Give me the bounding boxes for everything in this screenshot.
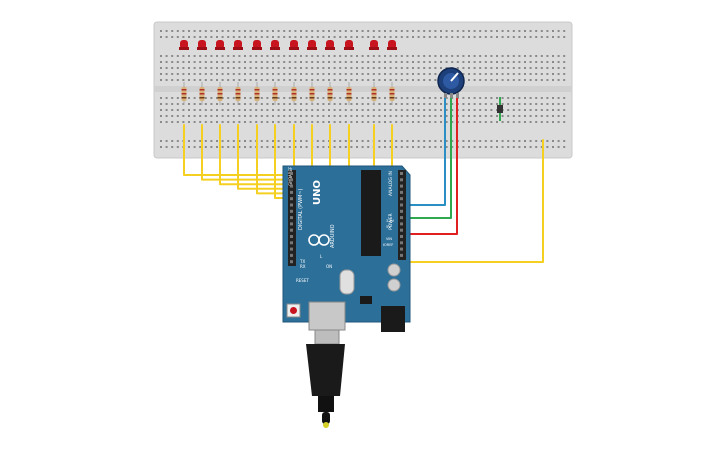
led	[344, 40, 354, 50]
digital-label: DIGITAL (PWM~)	[298, 188, 304, 230]
wire	[183, 124, 292, 176]
potentiometer[interactable]	[437, 67, 465, 98]
led	[215, 40, 225, 50]
resistor	[346, 82, 352, 105]
resistor	[217, 82, 223, 105]
led	[179, 40, 189, 50]
led	[233, 40, 243, 50]
vin-label: VIN	[386, 237, 392, 241]
resistor	[272, 82, 278, 105]
arduino-board: UNO DIGITAL (PWM~) ARDUINO POWER ANALOG …	[282, 165, 411, 332]
rx-label: RX	[300, 264, 306, 269]
led	[270, 40, 280, 50]
wire	[401, 96, 458, 235]
v5-label: 5V	[386, 225, 391, 229]
analog-label: ANALOG IN	[388, 171, 394, 196]
wire	[219, 124, 292, 186]
resistor	[199, 82, 205, 105]
wire	[201, 124, 292, 181]
resistor	[254, 82, 260, 105]
resistor	[309, 82, 315, 105]
resistor-row	[181, 82, 395, 105]
on-label: ON	[326, 264, 332, 269]
reset-label: RESET	[296, 278, 309, 283]
led	[387, 40, 397, 50]
tx-label: TX	[299, 259, 305, 264]
resistor	[371, 82, 377, 105]
led	[325, 40, 335, 50]
wire	[401, 96, 452, 219]
resistor	[389, 82, 395, 105]
resistor	[235, 82, 241, 105]
sensor-component	[497, 97, 503, 121]
arduino-brand: UNO	[312, 180, 323, 205]
led	[197, 40, 207, 50]
wire	[237, 124, 292, 190]
led-row	[179, 40, 397, 50]
wire	[256, 124, 292, 195]
ioref-label: IOREF	[383, 243, 393, 247]
power-jack	[381, 306, 405, 332]
resistor	[181, 82, 187, 105]
power-header	[398, 170, 406, 260]
v33-label: 3.3V	[386, 219, 395, 223]
wire	[401, 96, 446, 206]
led	[252, 40, 262, 50]
led	[369, 40, 379, 50]
microcontroller-chip	[361, 170, 381, 256]
resistor	[291, 82, 297, 105]
l-label: L	[320, 254, 323, 259]
aref-label: AREF	[288, 166, 293, 177]
gnd-label: GND	[288, 177, 293, 186]
header-pins	[290, 172, 403, 264]
power-label: POWER	[388, 213, 394, 230]
resistor	[327, 82, 333, 105]
led	[307, 40, 317, 50]
breadboard	[153, 21, 573, 159]
usb-cable[interactable]	[306, 329, 345, 428]
breadboard-holes	[160, 30, 566, 148]
maker-label: ARDUINO	[330, 224, 336, 248]
led	[289, 40, 299, 50]
usb-port	[308, 301, 346, 331]
